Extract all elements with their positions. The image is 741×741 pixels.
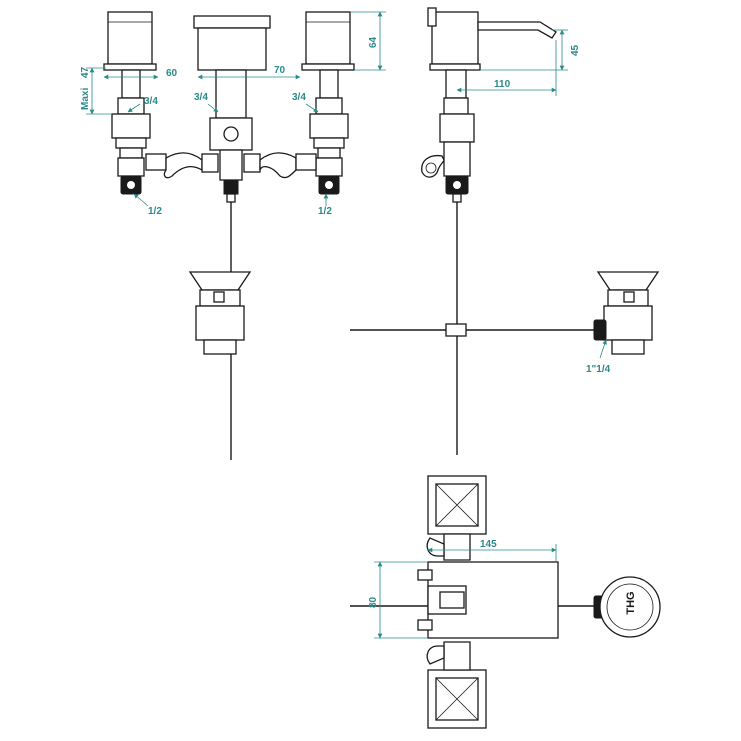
connecting-hoses bbox=[145, 152, 317, 179]
left-handle bbox=[103, 11, 157, 195]
front-view bbox=[103, 11, 355, 460]
dim-bottom-right: 1/2 bbox=[318, 206, 332, 217]
front-waste bbox=[188, 202, 252, 460]
top-view: THG bbox=[350, 475, 661, 729]
side-view bbox=[350, 7, 660, 455]
logo-text: THG bbox=[625, 591, 637, 614]
dim-thread-center: 3/4 bbox=[194, 92, 208, 103]
dim-maxi-value: 47 bbox=[80, 66, 91, 78]
dim-maxi-label: Maxi bbox=[80, 88, 91, 110]
center-spout-body bbox=[193, 15, 271, 203]
dim-waste-thread: 1"1/4 bbox=[586, 364, 611, 375]
dim-spout-reach: 110 bbox=[494, 79, 511, 90]
dim-thread-left: 3/4 bbox=[144, 96, 158, 107]
dim-top-width: 145 bbox=[480, 539, 497, 550]
dimension-lines bbox=[86, 11, 607, 639]
dim-left-width: 60 bbox=[166, 68, 178, 79]
dim-bottom-left: 1/2 bbox=[148, 206, 162, 217]
dim-spout-height: 45 bbox=[570, 44, 581, 56]
right-handle bbox=[301, 11, 355, 195]
dim-height-64: 64 bbox=[368, 36, 379, 48]
dim-top-depth: 80 bbox=[368, 596, 379, 608]
dim-center-width: 70 bbox=[274, 65, 286, 76]
dim-thread-right: 3/4 bbox=[292, 92, 306, 103]
